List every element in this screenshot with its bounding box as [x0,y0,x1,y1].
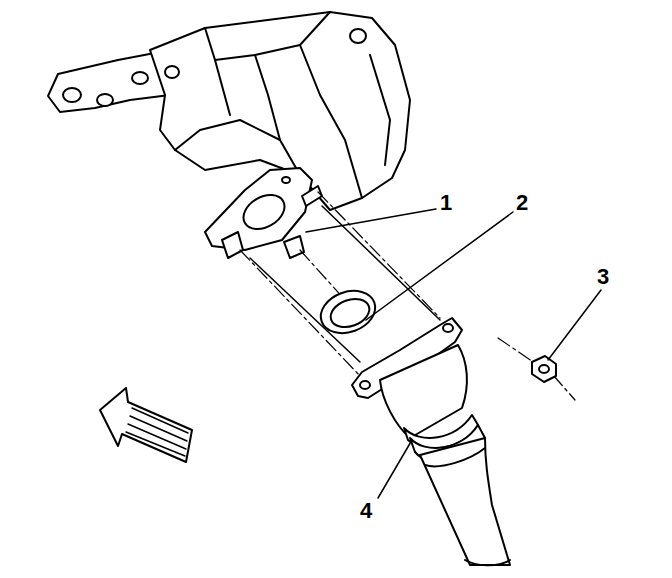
callout-number: 3 [597,266,609,288]
callout-number: 4 [360,500,372,522]
callout-number: 2 [516,192,528,214]
callout-number: 1 [440,192,452,214]
